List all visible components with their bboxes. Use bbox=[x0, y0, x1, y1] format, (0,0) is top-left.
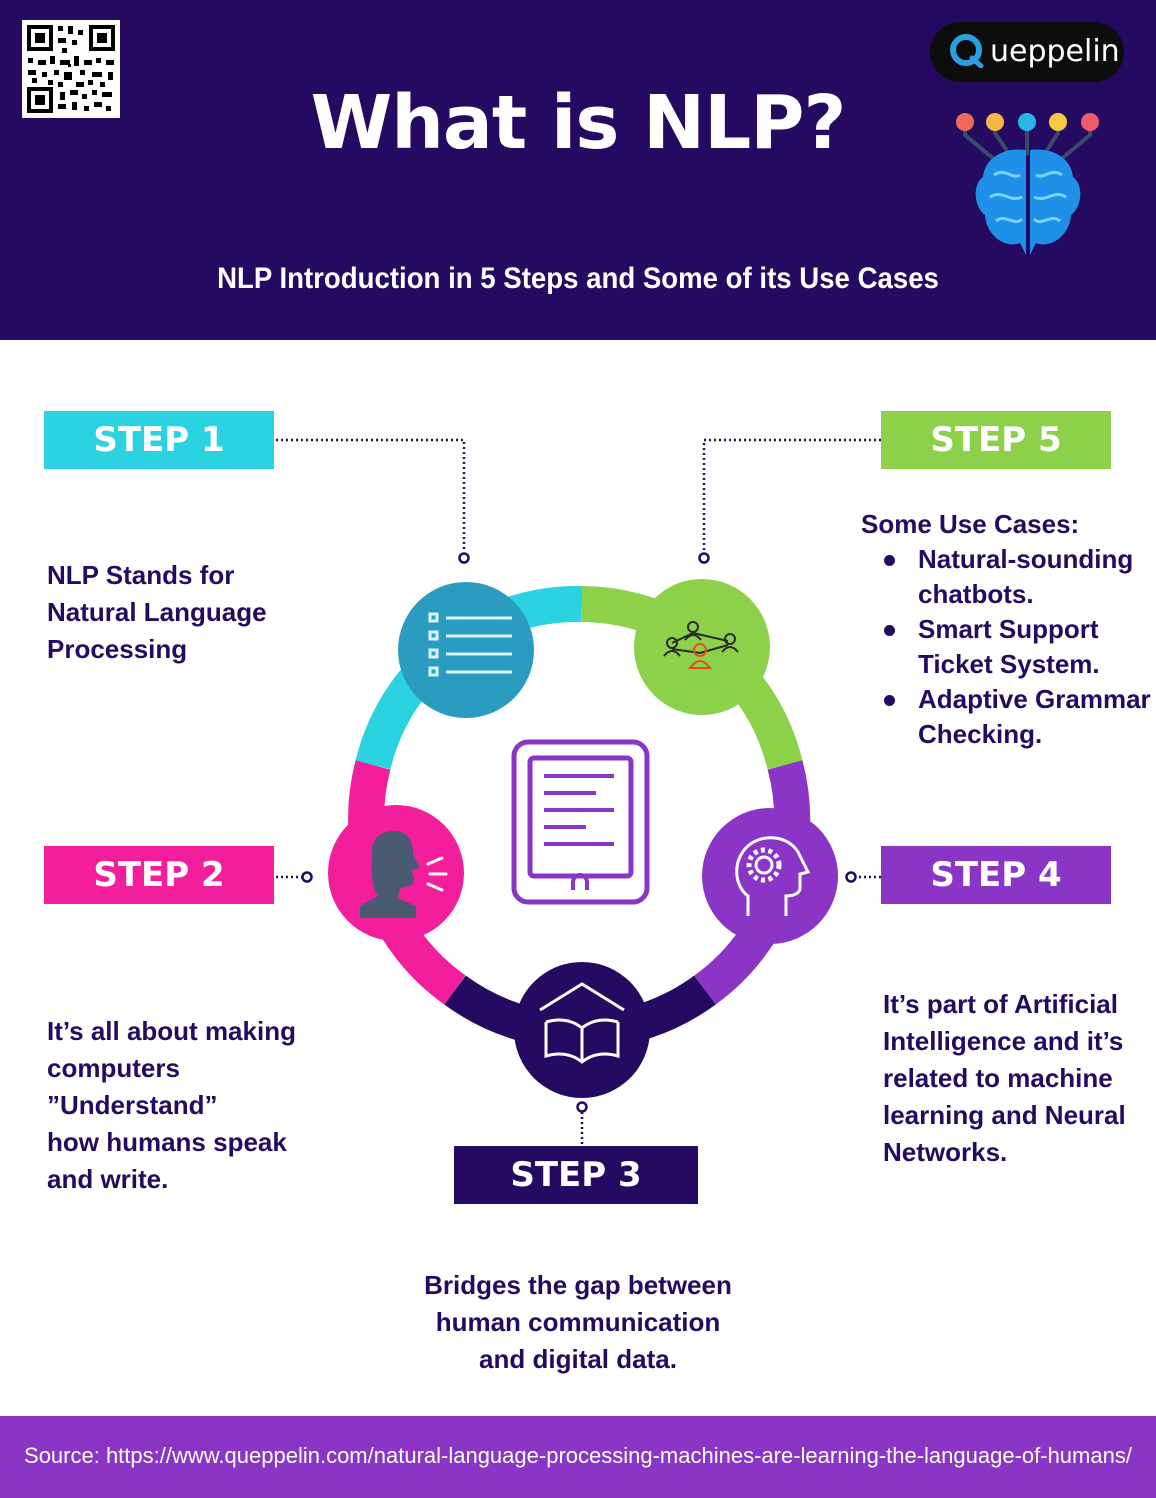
use-case-item: Natural-sounding chatbots. bbox=[861, 542, 1151, 612]
use-cases-list: Natural-sounding chatbots. Smart Support… bbox=[861, 542, 1151, 752]
step2-line: It’s all about making bbox=[47, 1016, 296, 1046]
step3-label: STEP 3 bbox=[454, 1146, 698, 1204]
step1-description: NLP Stands for Natural Language Processi… bbox=[47, 557, 307, 668]
step4-line: related to machine bbox=[883, 1063, 1113, 1093]
step2-line: ”Understand” bbox=[47, 1090, 218, 1120]
step2-line: how humans speak bbox=[47, 1127, 287, 1157]
step4-line: It’s part of Artificial bbox=[883, 989, 1118, 1019]
use-case-item: Adaptive Grammar Checking. bbox=[861, 682, 1151, 752]
connector-dots bbox=[301, 552, 857, 1113]
step4-line: Intelligence and it’s bbox=[883, 1026, 1124, 1056]
brain-icon bbox=[956, 113, 1099, 255]
use-cases-heading: Some Use Cases: bbox=[861, 509, 1080, 539]
logo-q-icon bbox=[950, 34, 984, 68]
source-link[interactable]: Source: https://www.queppelin.com/natura… bbox=[24, 1443, 1132, 1468]
step1-line: Processing bbox=[47, 634, 188, 664]
step2-line: and write. bbox=[47, 1164, 169, 1194]
gear-head-icon bbox=[735, 836, 811, 916]
speaking-head-icon bbox=[360, 830, 448, 918]
step1-line: NLP Stands for bbox=[47, 560, 235, 590]
step3-line: Bridges the gap between bbox=[424, 1270, 732, 1300]
step5-label: STEP 5 bbox=[881, 411, 1111, 469]
page-subtitle: NLP Introduction in 5 Steps and Some of … bbox=[217, 262, 939, 295]
footer-banner bbox=[0, 1416, 1156, 1498]
step5-use-cases: Some Use Cases: Natural-sounding chatbot… bbox=[861, 507, 1151, 752]
use-case-item: Smart Support Ticket System. bbox=[861, 612, 1151, 682]
step4-node bbox=[702, 808, 838, 944]
step3-line: and digital data. bbox=[479, 1344, 677, 1374]
network-people-icon bbox=[663, 621, 739, 669]
step4-label: STEP 4 bbox=[881, 846, 1111, 904]
brand-name: ueppelin bbox=[990, 34, 1120, 69]
qr-code-icon bbox=[22, 20, 120, 118]
step4-line: learning and Neural bbox=[883, 1100, 1126, 1130]
step3-description: Bridges the gap between human communicat… bbox=[400, 1267, 756, 1378]
step2-label: STEP 2 bbox=[44, 846, 274, 904]
step1-node bbox=[398, 582, 534, 718]
step2-line: computers bbox=[47, 1053, 180, 1083]
connector-lines bbox=[276, 438, 881, 1146]
step4-description: It’s part of Artificial Intelligence and… bbox=[883, 986, 1143, 1171]
page-title: What is NLP? bbox=[310, 80, 847, 166]
brand-logo-badge bbox=[930, 22, 1124, 82]
open-book-icon bbox=[539, 982, 625, 1064]
list-icon bbox=[428, 612, 512, 677]
step3-node bbox=[514, 962, 650, 1098]
step2-node bbox=[328, 805, 464, 941]
step1-line: Natural Language bbox=[47, 597, 267, 627]
step5-node bbox=[634, 579, 770, 715]
step2-description: It’s all about making computers ”Underst… bbox=[47, 1013, 307, 1198]
nlp-cycle-diagram bbox=[276, 438, 881, 1146]
step3-line: human communication bbox=[435, 1307, 721, 1337]
step1-label: STEP 1 bbox=[44, 411, 274, 469]
step4-line: Networks. bbox=[883, 1137, 1008, 1167]
tablet-document-icon bbox=[511, 739, 650, 905]
